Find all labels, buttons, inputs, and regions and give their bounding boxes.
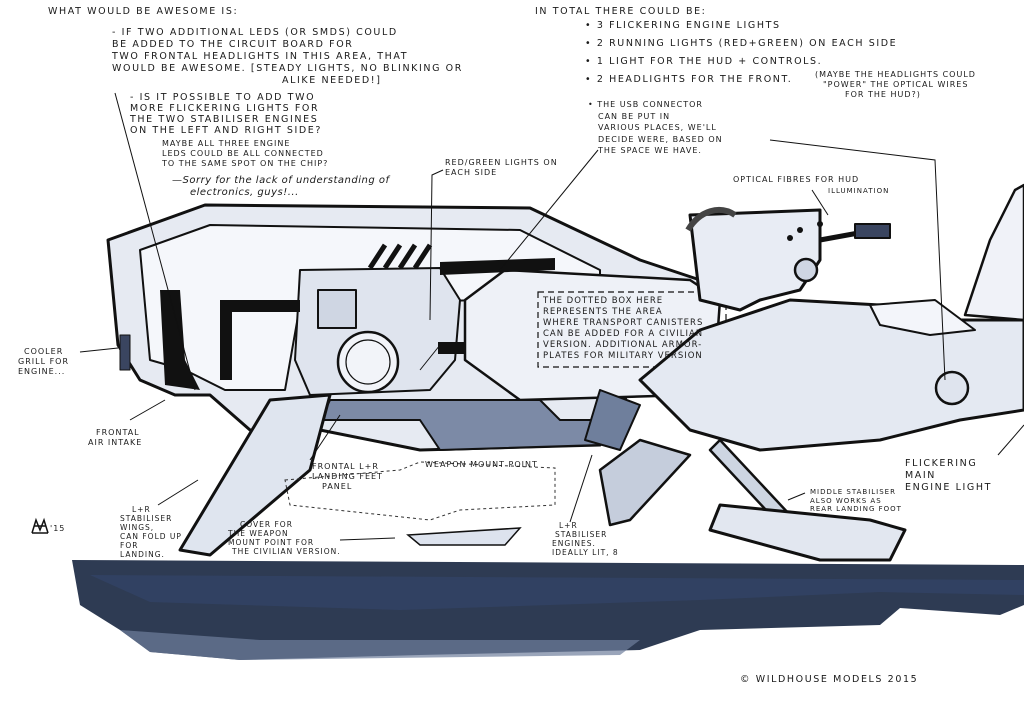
totals-list: • 3 flickering engine lights • 2 running…: [585, 17, 897, 89]
signature-year: '15: [50, 524, 66, 533]
text-line: Middle stabiliser: [810, 488, 896, 496]
list-item: • 2 running lights (red+green) on each s…: [585, 38, 898, 49]
ground-shadow-wash: [72, 560, 1024, 660]
text-line: decide were, based on: [598, 134, 723, 144]
text-line: L+R: [559, 521, 578, 530]
label-red-green-lights: Red/green lights on each side: [445, 158, 558, 178]
text-line: be added to the circuit board for: [112, 39, 354, 50]
list-item: • 1 light for the HUD + controls.: [585, 56, 823, 67]
text-line: wings,: [120, 523, 155, 532]
wishlist-item-headlights: - if two additional LEDs (or SMDs) could…: [112, 27, 463, 87]
text-line: would be awesome. [steady lights, no bli…: [112, 63, 463, 74]
wishlist-item-stabiliser: - is it possible to add two more flicker…: [130, 92, 322, 136]
text-line: more flickering lights for: [130, 103, 320, 114]
text-line: on the left and right side?: [130, 125, 323, 136]
stabiliser-wing: [178, 393, 332, 557]
label-weapon-mount: Weapon mount point: [425, 460, 538, 469]
label-landing-panel: Frontal L+R landing feet panel: [312, 462, 383, 492]
wishlist-heading: What would be awesome is:: [48, 6, 239, 17]
artist-signature: [31, 517, 49, 534]
text-line: LEDs could be all connected: [162, 149, 324, 158]
text-line: Flickering: [905, 458, 978, 469]
text-line: - is it possible to add two: [130, 92, 316, 103]
text-line: (Maybe the headlights could: [815, 70, 976, 79]
text-line: represents the area: [543, 307, 663, 317]
label-stabiliser-wings: L+R stabiliser wings, can fold up for la…: [120, 505, 182, 559]
text-line: engine light: [905, 482, 993, 493]
text-line: landing feet: [312, 472, 383, 481]
text-line: each side: [445, 168, 498, 177]
text-line: Cooler: [24, 347, 64, 356]
text-line: Red/green lights on: [445, 158, 558, 167]
text-line: main: [905, 470, 937, 481]
text-line: the two stabiliser engines: [130, 114, 319, 125]
text-line: L+R: [132, 505, 151, 514]
label-air-intake: Frontal air intake: [88, 428, 142, 448]
label-main-engine-light: Flickering main engine light: [905, 458, 992, 494]
apology-note: —Sorry for the lack of understanding of …: [172, 175, 390, 199]
rear-section: [584, 183, 1024, 562]
text-line: The dotted box here: [543, 296, 664, 306]
text-line: Maybe all three engine: [162, 139, 291, 148]
text-line: Frontal L+R: [312, 462, 379, 471]
copyright: © Wildhouse Models 2015: [740, 674, 919, 685]
text-line: Frontal: [96, 428, 140, 437]
weapon-cover: [406, 527, 522, 546]
text-line: - if two additional LEDs (or SMDs) could: [112, 27, 398, 38]
text-line: grill for: [18, 357, 70, 366]
text-line: where transport canisters: [543, 318, 704, 328]
text-line: can be put in: [598, 111, 671, 121]
text-line: engine...: [18, 367, 66, 376]
text-line: the civilian version.: [232, 547, 341, 556]
text-line: to the same spot on the chip?: [162, 159, 329, 168]
text-line: Cover for: [240, 520, 293, 529]
text-line: for the HUD?): [845, 90, 921, 99]
wishlist-engine-note: Maybe all three engine LEDs could be all…: [162, 139, 328, 169]
text-line: stabiliser: [120, 514, 173, 523]
text-line: alike needed!]: [282, 75, 382, 86]
list-item: • 2 headlights for the front.: [585, 74, 793, 85]
text-line: various places, we'll: [598, 123, 717, 132]
label-stabiliser-engines: L+R stabiliser engines. Ideally lit, 8: [437, 521, 619, 557]
text-line: engines.: [552, 539, 596, 548]
label-weapon-cover: Cover for the weapon mount point for the…: [228, 520, 341, 556]
label-illumination: illumination: [828, 187, 890, 195]
text-line: —Sorry for the lack of understanding of: [172, 175, 390, 186]
text-line: rear landing foot: [810, 505, 902, 513]
text-line: panel: [322, 482, 353, 491]
text-line: can fold up: [120, 532, 182, 541]
text-line: the space we have.: [598, 146, 702, 155]
annotation-leaders: [79, 92, 1024, 541]
label-cooler-grill: Cooler grill for engine...: [18, 347, 69, 377]
label-middle-stabiliser: Middle stabiliser also works as rear lan…: [810, 488, 902, 514]
text-line: stabiliser: [555, 530, 608, 539]
usb-note: • The USB connector can be put in variou…: [588, 99, 723, 157]
text-line: Ideally lit, 8: [552, 548, 619, 557]
text-line: "power" the optical wires: [823, 80, 969, 89]
text-line: the weapon: [228, 529, 289, 538]
weapon-mount-outline: [284, 461, 556, 521]
label-optical-fibres: Optical fibres for HUD: [733, 175, 860, 184]
text-line: version. Additional armor-: [543, 340, 703, 350]
totals-heading: In total there could be:: [535, 6, 707, 17]
label-dotted-box: The dotted box here represents the area …: [543, 296, 703, 362]
text-line: landing.: [120, 550, 165, 559]
list-item: • The USB connector: [588, 100, 703, 109]
text-line: plates for military version: [543, 351, 703, 361]
text-line: can be added for a civilian: [543, 329, 704, 339]
text-line: electronics, guys!...: [190, 187, 299, 198]
text-line: air intake: [88, 438, 143, 447]
list-item: • 3 flickering engine lights: [585, 20, 781, 31]
text-line: for: [120, 541, 139, 550]
text-line: also works as: [810, 496, 882, 505]
text-line: two frontal headlights in this area, tha…: [112, 51, 409, 62]
headlight-note: (Maybe the headlights could "power" the …: [815, 70, 976, 100]
text-line: mount point for: [228, 538, 315, 547]
